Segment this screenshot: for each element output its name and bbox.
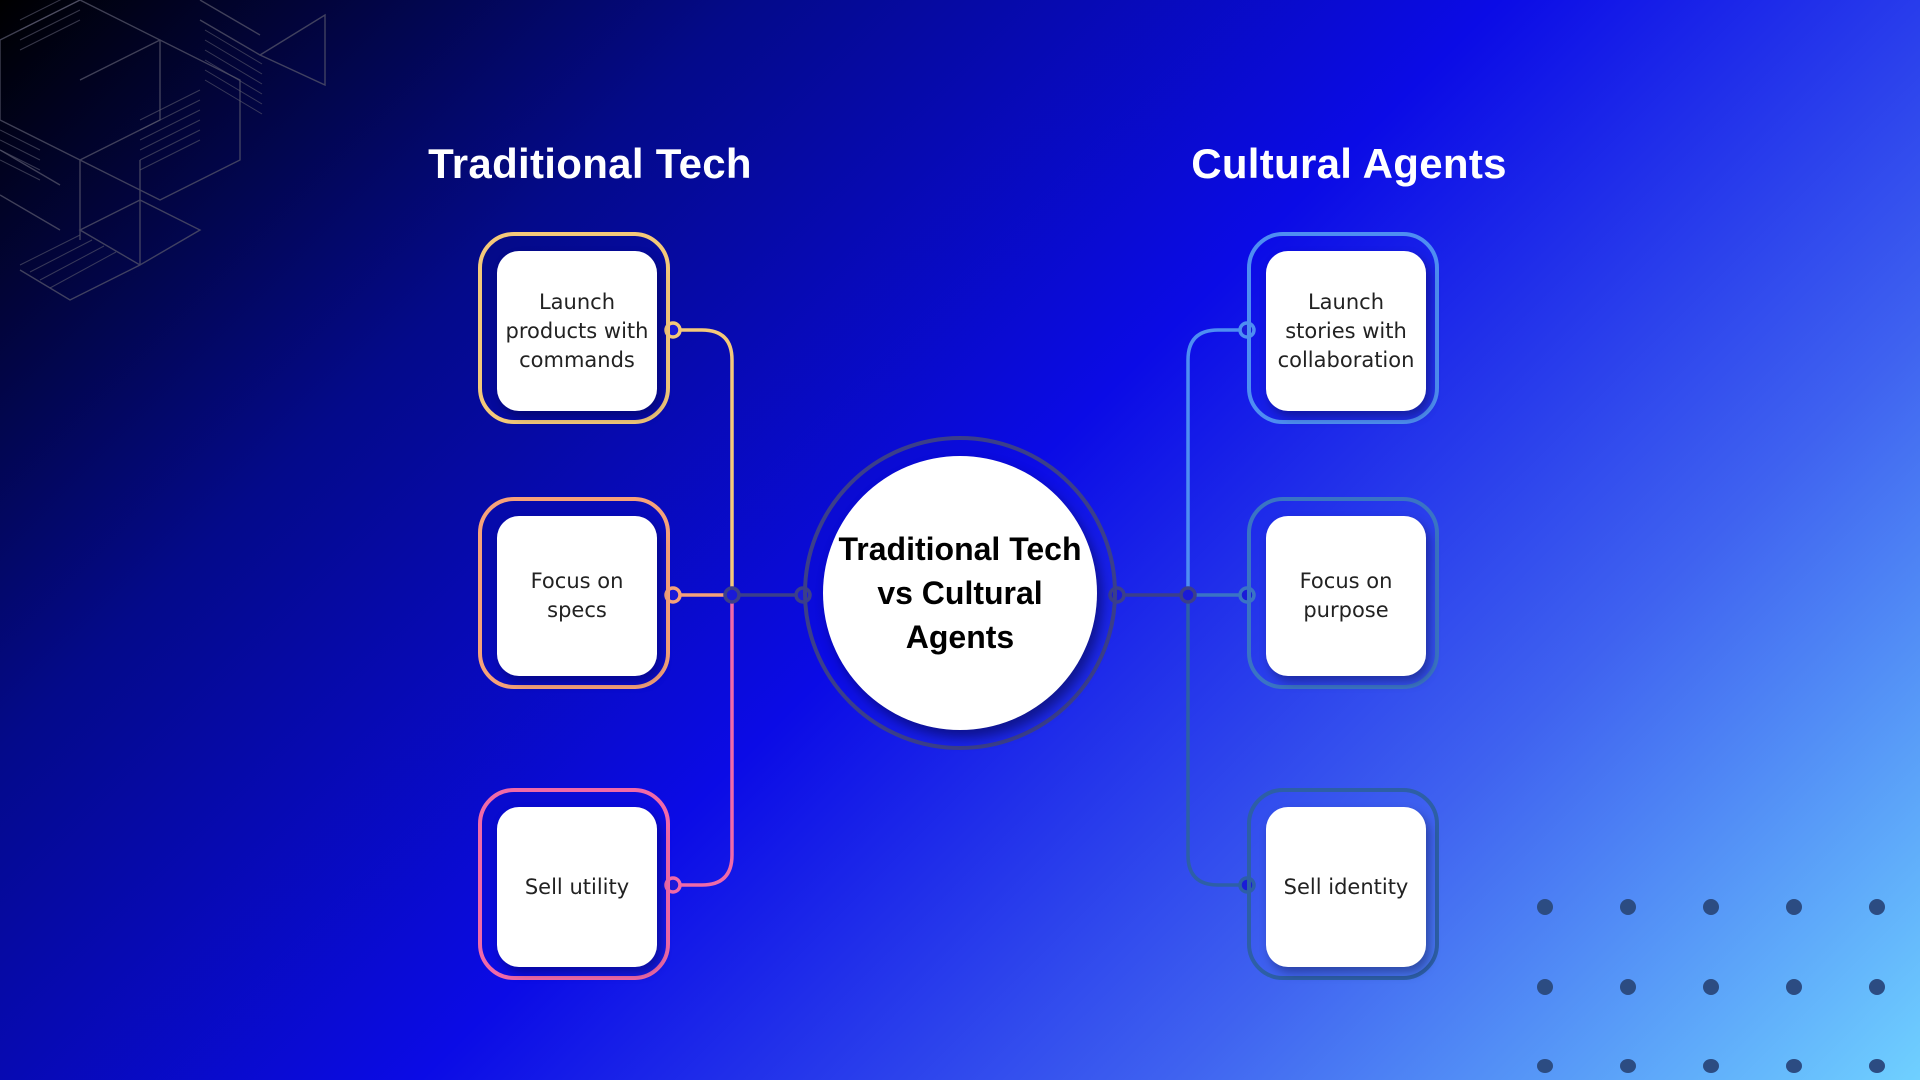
- center-hub-ring: Traditional Tech vs Cultural Agents: [803, 436, 1117, 750]
- left-card-2-label: Focus on specs: [497, 516, 657, 676]
- connector-right-3: [1186, 595, 1247, 887]
- geometric-pattern-decoration: [0, 0, 326, 301]
- connector-left-1: [673, 328, 734, 595]
- right-card-1-label: Launch stories with collaboration: [1266, 251, 1426, 411]
- left-column-heading: Traditional Tech: [428, 140, 752, 187]
- center-hub-label: Traditional Tech vs Cultural Agents: [823, 456, 1097, 730]
- node-right-junction: [1179, 586, 1197, 604]
- right-card-3-label: Sell identity: [1266, 807, 1426, 967]
- connector-left-3: [673, 595, 734, 887]
- left-card-1: Launch products with commands: [478, 232, 670, 424]
- right-card-2: Focus on purpose: [1247, 497, 1439, 689]
- right-column-heading: Cultural Agents: [1191, 140, 1507, 187]
- right-card-1: Launch stories with collaboration: [1247, 232, 1439, 424]
- left-card-3: Sell utility: [478, 788, 670, 980]
- node-left-junction: [723, 586, 741, 604]
- right-card-2-label: Focus on purpose: [1266, 516, 1426, 676]
- left-card-2: Focus on specs: [478, 497, 670, 689]
- connector-right-1: [1186, 328, 1247, 595]
- left-card-1-label: Launch products with commands: [497, 251, 657, 411]
- right-card-3: Sell identity: [1247, 788, 1439, 980]
- left-card-3-label: Sell utility: [497, 807, 657, 967]
